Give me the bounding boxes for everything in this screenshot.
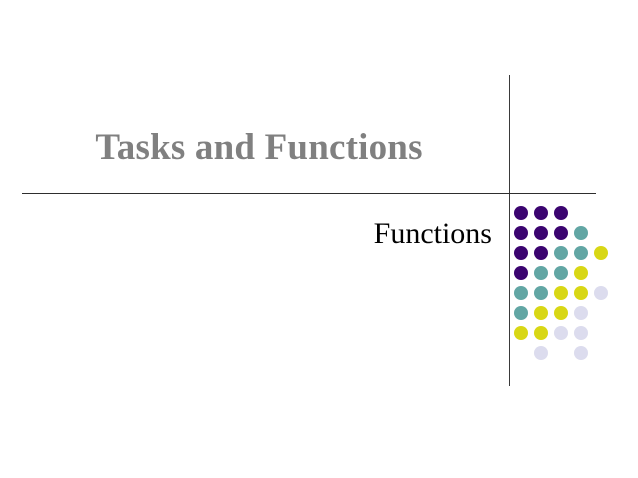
- decorative-dot: [534, 206, 548, 220]
- decorative-dot: [574, 286, 588, 300]
- decorative-dot: [574, 266, 588, 280]
- decorative-dot: [534, 306, 548, 320]
- decorative-dot: [574, 346, 588, 360]
- decorative-dot: [534, 226, 548, 240]
- decorative-dot: [554, 206, 568, 220]
- decorative-dot: [554, 266, 568, 280]
- decorative-dot: [534, 346, 548, 360]
- decorative-dot: [594, 286, 608, 300]
- decorative-dot: [574, 246, 588, 260]
- decorative-dot: [554, 286, 568, 300]
- decorative-dot: [514, 206, 528, 220]
- decorative-dot: [554, 326, 568, 340]
- vertical-divider-line: [509, 75, 510, 386]
- decorative-dot: [514, 266, 528, 280]
- decorative-dot: [534, 246, 548, 260]
- slide-title-text: Tasks and Functions: [95, 127, 423, 168]
- decorative-dot: [534, 326, 548, 340]
- decorative-dot-grid: [514, 206, 634, 366]
- decorative-dot: [554, 306, 568, 320]
- decorative-dot: [574, 326, 588, 340]
- horizontal-divider-line: [22, 193, 596, 194]
- slide-title: Tasks and Functions: [20, 126, 498, 170]
- decorative-dot: [534, 286, 548, 300]
- decorative-dot: [594, 246, 608, 260]
- slide-subtitle-text: Functions: [373, 217, 492, 250]
- decorative-dot: [574, 226, 588, 240]
- decorative-dot: [514, 326, 528, 340]
- decorative-dot: [514, 226, 528, 240]
- decorative-dot: [554, 226, 568, 240]
- decorative-dot: [534, 266, 548, 280]
- decorative-dot: [514, 286, 528, 300]
- slide-subtitle: Functions: [20, 216, 492, 252]
- decorative-dot: [574, 306, 588, 320]
- decorative-dot: [514, 246, 528, 260]
- decorative-dot: [514, 306, 528, 320]
- decorative-dot: [554, 246, 568, 260]
